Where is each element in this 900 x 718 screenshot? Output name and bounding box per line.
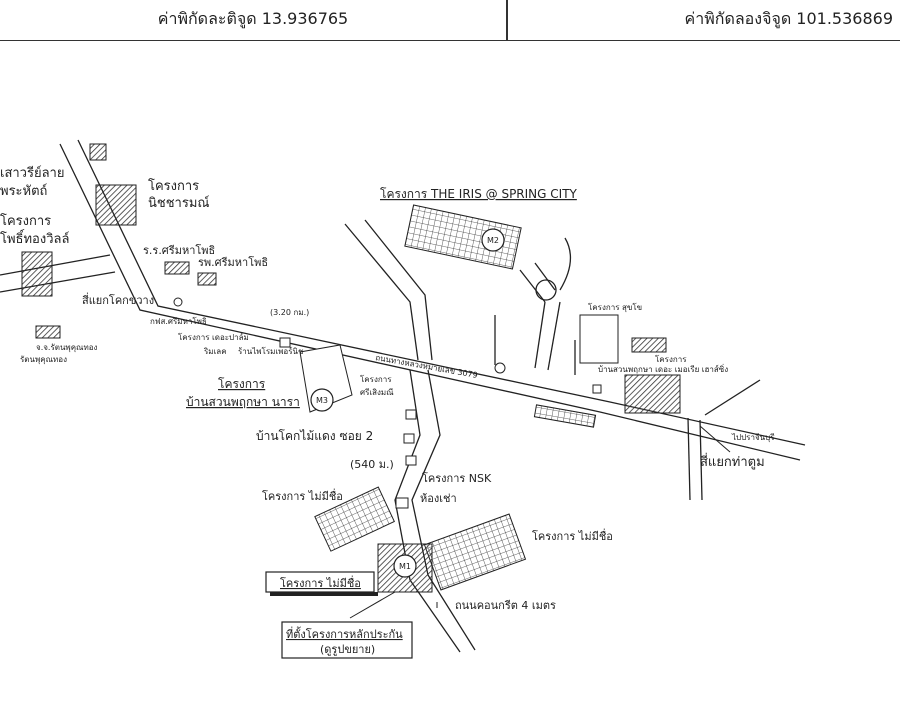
shop-label: ร้านไพโรมเพอร์นิช (238, 346, 304, 356)
road-sign-icon (89, 143, 107, 161)
palm-label-2: ริมเลค (203, 347, 226, 356)
latitude-text: ค่าพิกัดละติจูด 13.936765 (157, 9, 349, 28)
right-housing-label-2: บ้านสวนพฤกษา เดอะ เมอเรีย เฮาส์ซิ่ง (598, 363, 728, 374)
suanphuksa-label-1: โครงการ (218, 377, 266, 391)
iris-development (404, 204, 522, 270)
nitcharamon-label-1: โครงการ (148, 178, 199, 194)
junction-right-label: สี่แยกท่าตูม (700, 453, 765, 470)
junction-left-label: สี่แยกโคกขวาง (82, 292, 154, 307)
marker-m3: M3 (310, 388, 334, 412)
marker-m1: M1 (393, 554, 417, 578)
no-name-box: โครงการ ไม่มีชื่อ (265, 571, 378, 596)
no-name-left-label: โครงการ ไม่มีชื่อ (262, 488, 343, 503)
svg-text:M3: M3 (316, 396, 328, 405)
school-icon (164, 261, 190, 275)
left-development-block (21, 251, 53, 297)
ban-khok-label: บ้านโคกไม้แดง ซอย 2 (256, 429, 373, 443)
right-block-2 (631, 337, 667, 353)
bottom-left-project (314, 486, 395, 552)
left-top-label-2: พระหัตถ์ (0, 183, 47, 199)
bottom-right-project (423, 513, 527, 591)
distance-540: (540 ม.) (350, 458, 394, 471)
srisirisamai-label-1: โครงการ (360, 374, 392, 384)
hospital-icon (197, 272, 217, 286)
left-mid-label-2: โพธิ์ทองวิลล์ (0, 229, 69, 247)
school-label: ร.ร.ศรีมหาโพธิ (143, 243, 215, 257)
right-block-3 (624, 374, 681, 414)
marker-m2: M2 (481, 228, 505, 252)
svg-text:M1: M1 (399, 562, 411, 571)
svg-text:M2: M2 (487, 236, 499, 245)
bottom-right-block (533, 404, 597, 428)
svg-text:(ดูรูปขยาย): (ดูรูปขยาย) (320, 643, 375, 656)
left-top-label-1: เสาวรีย์ลาย (0, 165, 64, 181)
left-mid-label-1: โครงการ (0, 213, 51, 229)
nitcharamon-block (95, 184, 137, 226)
concrete-road-label: ถนนคอนกรีต 4 เมตร (455, 599, 556, 612)
rattanapukhuntong-label-2: รัตนพุคุณทอง (20, 355, 67, 364)
suwan-label: โครงการ สุขโข (588, 302, 642, 312)
svg-text:โครงการ ไม่มีชื่อ: โครงการ ไม่มีชื่อ (280, 575, 361, 590)
header-divider (506, 0, 508, 40)
no-name-right-label: โครงการ ไม่มีชื่อ (532, 528, 613, 543)
location-box: ที่ตั้งโครงการหลักประกัน (ดูรูปขยาย) (281, 621, 413, 659)
poi-houses (173, 297, 602, 509)
rattanapukhuntong-icon (35, 325, 61, 339)
location-map: M2 M3 M1 โครงการ THE IRIS @ SPRING CITY … (0, 139, 806, 659)
rattanapukhuntong-label-1: จ.จ.รัตนพุคุณทอง (36, 343, 98, 352)
nsk-label-1: โครงการ NSK (422, 471, 492, 485)
side-roads (344, 219, 761, 653)
kps-label: กฟส.ศรีมหาโพธิ (150, 316, 207, 326)
iris-label: โครงการ THE IRIS @ SPRING CITY (380, 187, 578, 201)
srisirisamai-label-2: ศรีเสิงมณี (360, 388, 394, 397)
longitude-text: ค่าพิกัดลองจิจูด 101.536869 (684, 9, 893, 28)
nsk-label-2: ห้องเช่า (420, 492, 457, 505)
distance-320: (3.20 กม.) (270, 308, 309, 317)
hospital-label: รพ.ศรีมหาโพธิ (198, 255, 268, 269)
suanphuksa-label-2: บ้านสวนพฤกษา นารา (186, 395, 300, 409)
prachinburi-label: ไปปราจีนบุรี (731, 433, 775, 442)
svg-text:ที่ตั้งโครงการหลักประกัน: ที่ตั้งโครงการหลักประกัน (286, 626, 403, 641)
left-road (0, 254, 116, 293)
right-housing-label-1: โครงการ (655, 354, 687, 364)
palm-label-1: โครงการ เดอะปาล์ม (178, 332, 249, 342)
coordinates-header: ค่าพิกัดละติจูด 13.936765 ค่าพิกัดลองจิจ… (0, 0, 900, 41)
right-block-1 (579, 314, 619, 364)
nitcharamon-label-2: นิชชารมณ์ (148, 195, 209, 211)
